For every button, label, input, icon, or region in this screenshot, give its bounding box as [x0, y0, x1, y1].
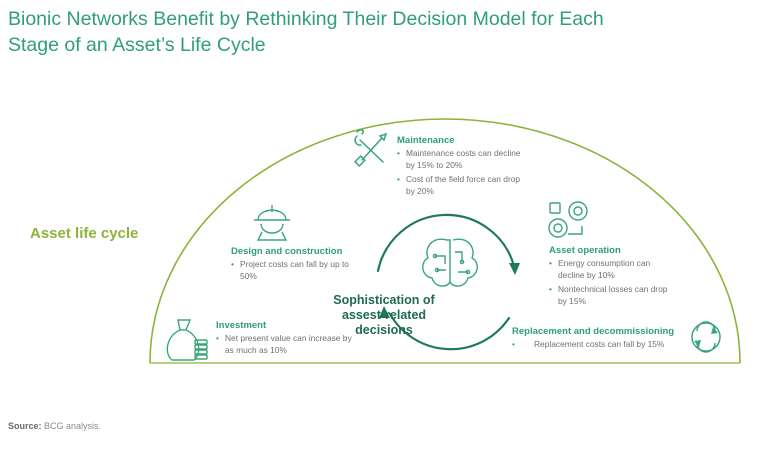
source-note: Source: BCG analysis.	[8, 421, 101, 431]
center-line-2: assest-related	[341, 308, 427, 322]
gears-icon	[548, 201, 588, 238]
lifecycle-label: Asset life cycle	[30, 225, 139, 242]
center-line-1: Sophistication of	[333, 293, 435, 307]
stage-investment-heading: Investment	[216, 320, 267, 331]
recycle-icon	[691, 321, 721, 353]
stage-replacement-heading: Replacement and decommissioning	[512, 326, 675, 337]
stage-maintenance-bullet-2: Cost of the field force can drop by 20%	[397, 173, 522, 197]
cycle-arrows	[376, 213, 516, 351]
source-text: BCG analysis.	[44, 421, 102, 431]
title-line-2: Stage of an Asset’s Life Cycle	[8, 34, 266, 56]
center-label: Sophistication of assest-related decisio…	[319, 293, 449, 338]
center-line-3: decisions	[355, 323, 413, 337]
page-title: Bionic Networks Benefit by Rethinking Th…	[8, 6, 748, 58]
title-line-1: Bionic Networks Benefit by Rethinking Th…	[8, 8, 604, 30]
stage-replacement-bullet-1: Replacement costs can fall by 15%	[512, 338, 692, 350]
money-bag-icon	[166, 319, 208, 361]
stage-replacement: Replacement and decommissioning Replacem…	[512, 326, 692, 350]
stage-investment-bullet-1: Net present value can increase by as muc…	[216, 332, 356, 356]
stage-maintenance: Maintenance Maintenance costs can declin…	[397, 135, 522, 197]
arrow-head-right	[509, 263, 520, 275]
arrow-head-left	[379, 306, 390, 318]
stage-design: Design and construction Project costs ca…	[231, 246, 351, 282]
source-label: Source:	[8, 421, 42, 431]
stage-operation-bullet-2: Nontechnical losses can drop by 15%	[549, 283, 674, 307]
stage-maintenance-bullet-1: Maintenance costs can decline by 15% to …	[397, 147, 522, 171]
stage-design-heading: Design and construction	[231, 246, 343, 257]
hard-hat-icon	[254, 205, 290, 241]
wrench-screwdriver-icon	[353, 129, 388, 168]
stage-investment: Investment Net present value can increas…	[216, 320, 356, 356]
brain-icon	[422, 238, 478, 287]
stage-maintenance-heading: Maintenance	[397, 135, 455, 146]
stage-operation: Asset operation Energy consumption can d…	[549, 245, 674, 307]
stage-operation-bullet-1: Energy consumption can decline by 10%	[549, 257, 674, 281]
stage-design-bullet-1: Project costs can fall by up to 50%	[231, 258, 351, 282]
stage-operation-heading: Asset operation	[549, 245, 621, 256]
lifecycle-arc	[149, 118, 741, 364]
